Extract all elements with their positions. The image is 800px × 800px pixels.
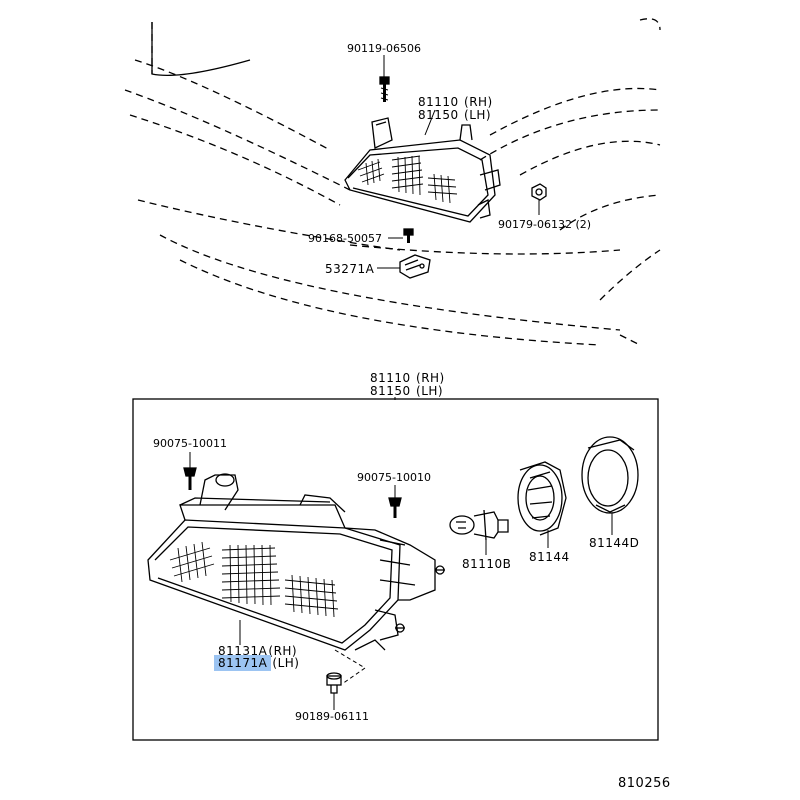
bracket-53271a-icon [399,254,431,279]
label-nut-90179: 90179-06132 (2) [498,218,592,231]
label-clip-90075-10010: 90075-10010 [357,471,431,484]
bolt-90119-icon [379,76,390,102]
fender-edge [151,22,251,76]
highlighted-part-code[interactable]: 81171A [214,655,272,671]
nut-90179-icon [531,183,547,201]
body-contours [124,18,661,346]
part-code: 81131A [218,644,268,658]
side-label: (RH) [464,95,493,109]
label-assembly-rh: 81110 (RH) [370,372,445,384]
part-code: 81110 [418,95,459,109]
clip-90075-10010-icon [388,497,402,518]
label-socket-81144: 81144 [529,550,570,564]
part-code: 81110 [370,371,411,385]
screw-90168-icon [403,228,414,243]
label-clip-90075-10011: 90075-10011 [153,437,227,450]
label-bulb-81110b: 81110B [462,557,512,571]
label-headlamp-rh-upper: 81110 (RH) [418,96,493,108]
label-assembly-lh: 81150 (LH) [370,385,443,397]
cover-81144d-icon [581,436,639,514]
label-screw-90168: 90168-50057 [308,232,382,245]
side-label: (RH) [416,371,445,385]
side-label: (LH) [464,108,492,122]
grommet-90189-icon [326,672,342,694]
side-label: (LH) [272,656,300,670]
label-bolt-90119: 90119-06506 [347,42,421,55]
bulb-81110b-icon [449,509,509,541]
label-bracket-53271a: 53271A [325,262,375,276]
label-grommet-90189: 90189-06111 [295,710,369,723]
figure-number: 810256 [618,776,671,791]
label-lens-lh[interactable]: 81171A(LH) [214,655,300,671]
socket-81144-icon [517,461,567,536]
assembly-box [132,398,659,741]
side-label: (RH) [268,644,298,658]
upper-headlamp [344,117,501,223]
lower-headlamp [147,473,445,651]
side-label: (LH) [416,384,444,398]
clip-90075-10011-icon [183,467,197,490]
label-lens-rh: 81131A(RH) [218,645,297,657]
label-cover-81144d: 81144D [589,536,640,550]
label-headlamp-lh-upper: 81150 (LH) [418,109,491,121]
part-code: 81150 [418,108,459,122]
part-code: 81150 [370,384,411,398]
